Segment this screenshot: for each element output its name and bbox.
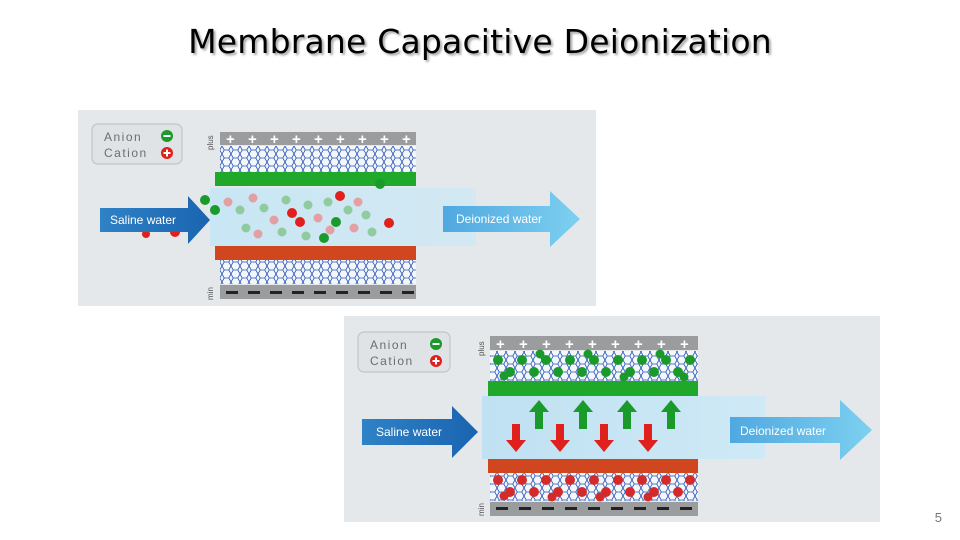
page-number: 5 [934,510,942,525]
svg-text:+: + [314,131,323,148]
svg-text:+: + [496,336,505,353]
top-electrode-label: plus [477,341,486,356]
adsorbed-anions [493,349,695,382]
svg-text:+: + [680,336,689,353]
diagram-canvas: Anion Cation plus + + + + + + + + + [357,331,872,516]
outlet-label: Deionized water [740,424,826,438]
svg-text:+: + [292,131,301,148]
ions-mixed [142,179,394,243]
saline-inlet-arrow: Saline water [100,196,210,244]
legend-anion-label: Anion [370,338,408,352]
bottom-electrode-label: min [206,287,215,300]
inlet-label: Saline water [376,425,442,439]
top-electrode-plate [490,336,698,350]
deionized-outlet-arrow: Deionized water [730,400,872,460]
svg-text:+: + [519,336,528,353]
minus-sign [163,135,171,137]
svg-text:+: + [542,336,551,353]
svg-text:+: + [336,131,345,148]
legend-anion-label: Anion [104,130,142,144]
slide-title: Membrane Capacitive Deionization [188,22,772,61]
cation-exchange-membrane [488,459,698,473]
anion-exchange-membrane [215,172,416,186]
svg-text:+: + [270,131,279,148]
svg-text:+: + [402,131,411,148]
deionized-outlet-arrow: Deionized water [443,191,580,247]
cation-migration-arrows [506,424,658,452]
mcdi-diagram-charging: Anion Cation plus + + + + + + + + + [78,110,596,306]
bottom-electrode-signs [226,291,414,294]
adsorbed-cations [493,475,695,502]
anion-migration-arrows [529,400,681,429]
inlet-label: Saline water [110,213,176,227]
bottom-electrode-signs [496,507,692,510]
anion-exchange-membrane [488,381,698,396]
legend-cation-label: Cation [370,354,414,368]
cation-exchange-membrane [215,246,416,260]
saline-inlet-arrow: Saline water [362,406,478,458]
svg-text:+: + [611,336,620,353]
top-electrode-label: plus [206,135,215,150]
mcdi-diagram-adsorption: Anion Cation plus + + + + + + + + + [344,316,880,522]
svg-text:+: + [358,131,367,148]
legend-cation-label: Cation [104,146,148,160]
diagram-canvas: Anion Cation plus + + + + + + + + + [91,123,580,300]
legend-box: Anion Cation [357,331,451,373]
outlet-label: Deionized water [456,212,542,226]
svg-text:+: + [657,336,666,353]
svg-text:+: + [588,336,597,353]
top-electrode-signs: + + + + + + + + + [226,131,411,148]
svg-text:+: + [634,336,643,353]
top-electrode-signs: + + + + + + + + + [496,336,689,353]
svg-text:+: + [380,131,389,148]
svg-text:+: + [248,131,257,148]
svg-text:+: + [565,336,574,353]
svg-text:+: + [226,131,235,148]
top-electrode-plate [220,132,416,145]
legend-box: Anion Cation [91,123,183,165]
bottom-electrode-label: min [477,503,486,516]
